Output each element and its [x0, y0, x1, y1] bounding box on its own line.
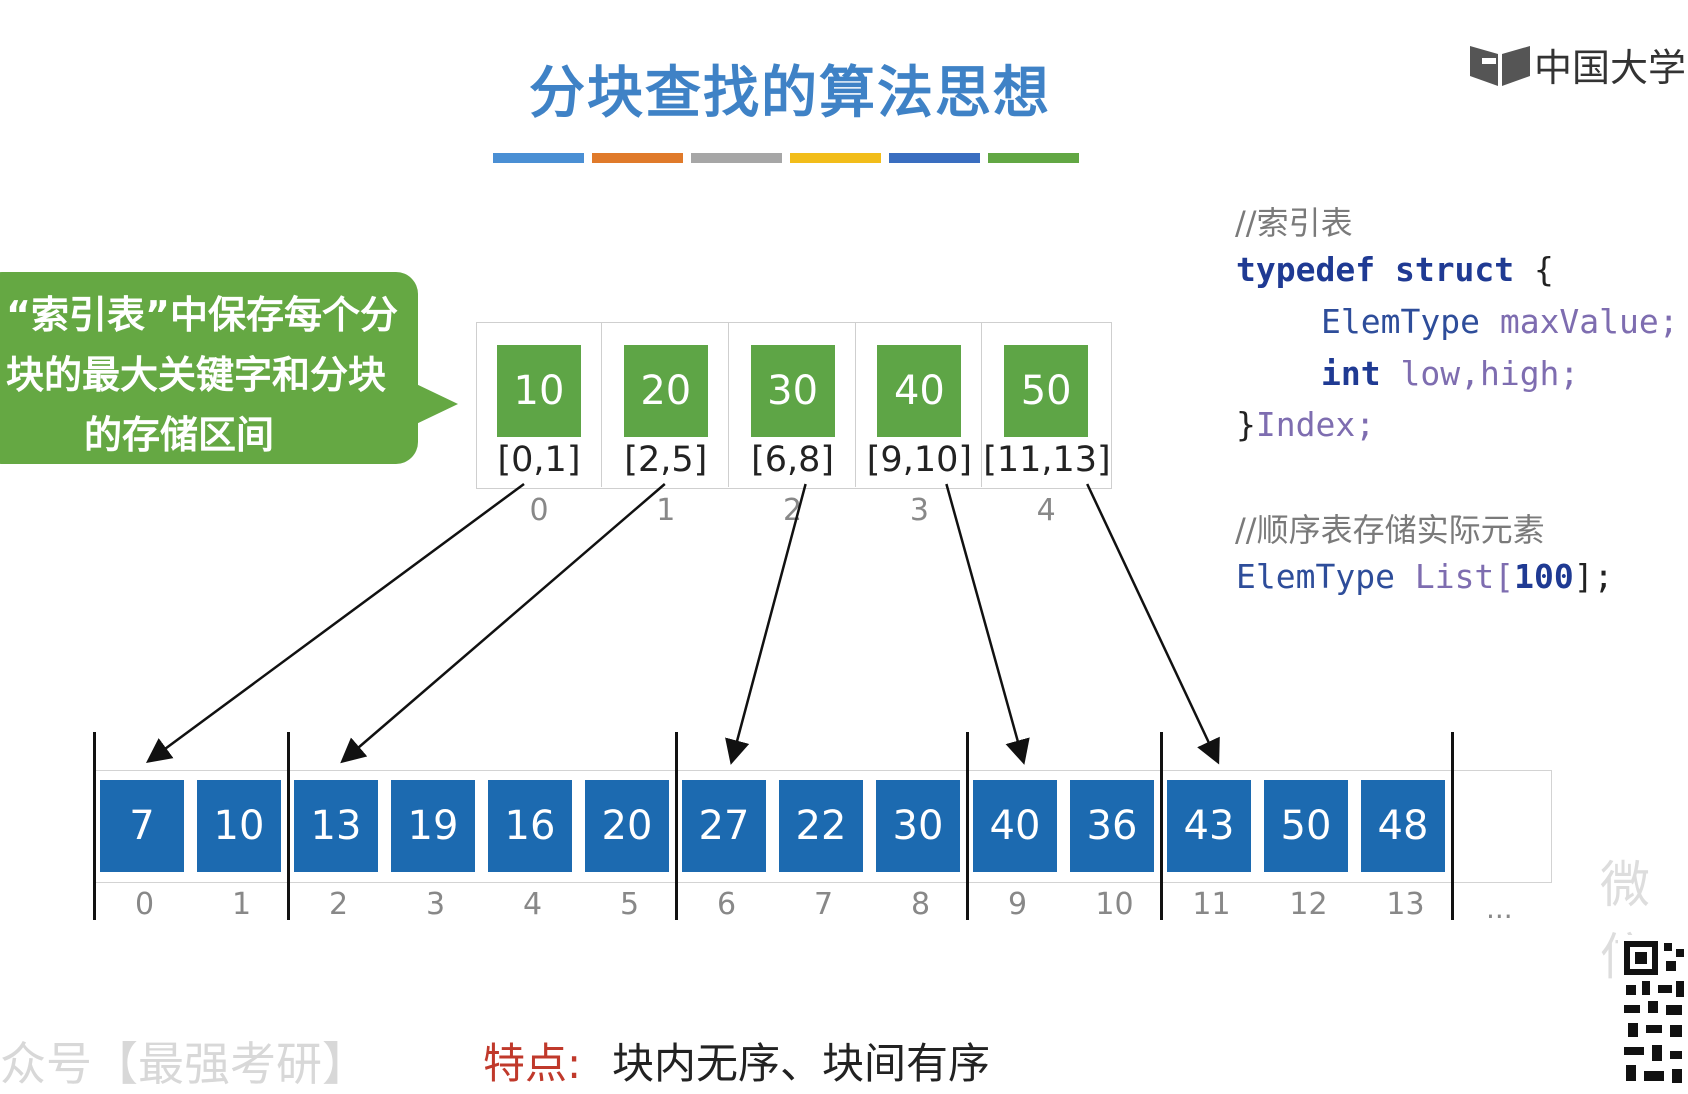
list-element: 10: [197, 780, 281, 872]
block-pointer-arrow: [1086, 483, 1220, 765]
list-subscript: 2: [328, 887, 349, 922]
list-ellipsis: ...: [1486, 892, 1513, 925]
code-list-name: List[: [1414, 557, 1515, 596]
feature-text: 块内无序、块间有序: [612, 1039, 991, 1088]
code-struct-name: Index;: [1255, 405, 1376, 444]
index-subscript: 0: [529, 493, 549, 528]
block-divider: [1160, 732, 1163, 920]
list-subscript: 1: [231, 887, 252, 922]
title-underline-segment: [691, 153, 782, 163]
code-field-lowhigh: low,high;: [1400, 354, 1580, 393]
index-table-cell: [603, 322, 729, 487]
title-underline-segment: [790, 153, 881, 163]
index-subscript: 4: [1036, 493, 1056, 528]
title-underline-segment: [988, 153, 1079, 163]
mooc-logo: 中国大学M: [1468, 40, 1688, 90]
index-range: [11,13]: [983, 440, 1111, 480]
list-element: 22: [779, 780, 863, 872]
list-element: 36: [1070, 780, 1154, 872]
logo-text: 中国大学M: [1534, 45, 1688, 90]
block-divider: [287, 732, 290, 920]
block-divider: [93, 732, 96, 920]
code-line-maxvalue: ElemType maxValue;: [1321, 302, 1679, 341]
list-element: 13: [294, 780, 378, 872]
list-subscript: 8: [910, 887, 931, 922]
block-pointer-arrow: [145, 482, 525, 763]
index-table-cell: [476, 322, 602, 487]
block-divider: [1451, 732, 1454, 920]
index-max-key: 50: [1004, 345, 1089, 437]
index-max-key: 30: [750, 345, 835, 437]
qr-code-icon: [1618, 935, 1688, 1091]
list-element: 20: [585, 780, 669, 872]
index-table-cell: [730, 322, 856, 487]
index-subscript: 1: [656, 493, 676, 528]
list-subscript: 12: [1289, 887, 1328, 922]
block-pointer-arrow: [340, 483, 666, 764]
code-type-elemtype: ElemType: [1321, 302, 1480, 341]
callout-line-3: 的存储区间: [84, 413, 275, 457]
index-range: [6,8]: [751, 440, 835, 480]
callout-line-1: “索引表”中保存每个分: [6, 293, 398, 337]
block-divider: [966, 732, 969, 920]
title-underline-segment: [493, 153, 584, 163]
callout-bubble: “索引表”中保存每个分 块的最大关键字和分块 的存储区间: [0, 272, 418, 464]
book-icon: [1470, 46, 1530, 86]
list-element: 16: [488, 780, 572, 872]
index-max-key: 10: [497, 345, 581, 437]
title-underline-segment: [889, 153, 980, 163]
list-element: 43: [1167, 780, 1251, 872]
code-comment-index: //索引表: [1235, 204, 1353, 242]
code-kw-int: int: [1321, 354, 1381, 393]
code-kw-typedef: typedef: [1236, 250, 1376, 289]
list-subscript: 4: [522, 887, 543, 922]
list-subscript: 7: [813, 887, 834, 922]
code-line-lowhigh: int low,high;: [1321, 354, 1579, 393]
code-list-end: ];: [1573, 557, 1614, 596]
list-element: 30: [876, 780, 960, 872]
page-title: 分块查找的算法思想: [529, 61, 1051, 126]
index-range: [2,5]: [624, 440, 708, 480]
list-subscript: 13: [1386, 887, 1425, 922]
block-divider: [675, 732, 678, 920]
list-subscript: 6: [716, 887, 737, 922]
feature-label: 特点:: [483, 1039, 582, 1088]
code-brace-open: {: [1534, 250, 1554, 289]
list-subscript: 3: [425, 887, 446, 922]
index-table-cell: [856, 322, 983, 487]
title-underline-segment: [592, 153, 683, 163]
watermark-text: 众号【最强考研】: [0, 1037, 368, 1091]
block-pointer-arrow: [945, 483, 1030, 765]
list-subscript: 9: [1007, 887, 1028, 922]
index-max-key: 40: [877, 345, 962, 437]
code-line-list: ElemType List[100];: [1236, 557, 1614, 596]
index-max-key: 20: [623, 345, 708, 437]
list-subscript: 0: [134, 887, 155, 922]
code-brace-close: }: [1236, 405, 1256, 444]
index-range: [0,1]: [497, 440, 581, 480]
code-kw-struct: struct: [1394, 250, 1515, 289]
list-subscript: 5: [619, 887, 640, 922]
code-comment-list: //顺序表存储实际元素: [1235, 511, 1545, 549]
list-subscript: 11: [1192, 887, 1231, 922]
code-line-index-close: }Index;: [1236, 405, 1375, 444]
code-list-size: 100: [1514, 557, 1574, 596]
index-range: [9,10]: [866, 440, 973, 480]
list-element: 27: [682, 780, 766, 872]
code-field-maxvalue: maxValue;: [1499, 302, 1679, 341]
list-element: 48: [1361, 780, 1445, 872]
callout-line-2: 块的最大关键字和分块: [6, 353, 387, 397]
list-element: 40: [973, 780, 1057, 872]
list-element: 19: [391, 780, 475, 872]
block-pointer-arrow: [725, 483, 807, 765]
callout-tail: [412, 382, 458, 426]
index-subscript: 3: [909, 493, 929, 528]
list-subscript: 10: [1095, 887, 1134, 922]
list-element: 7: [100, 780, 184, 872]
code-type-list: ElemType: [1236, 557, 1395, 596]
code-line-typedef: typedef struct {: [1236, 250, 1554, 289]
list-element: 50: [1264, 780, 1348, 872]
